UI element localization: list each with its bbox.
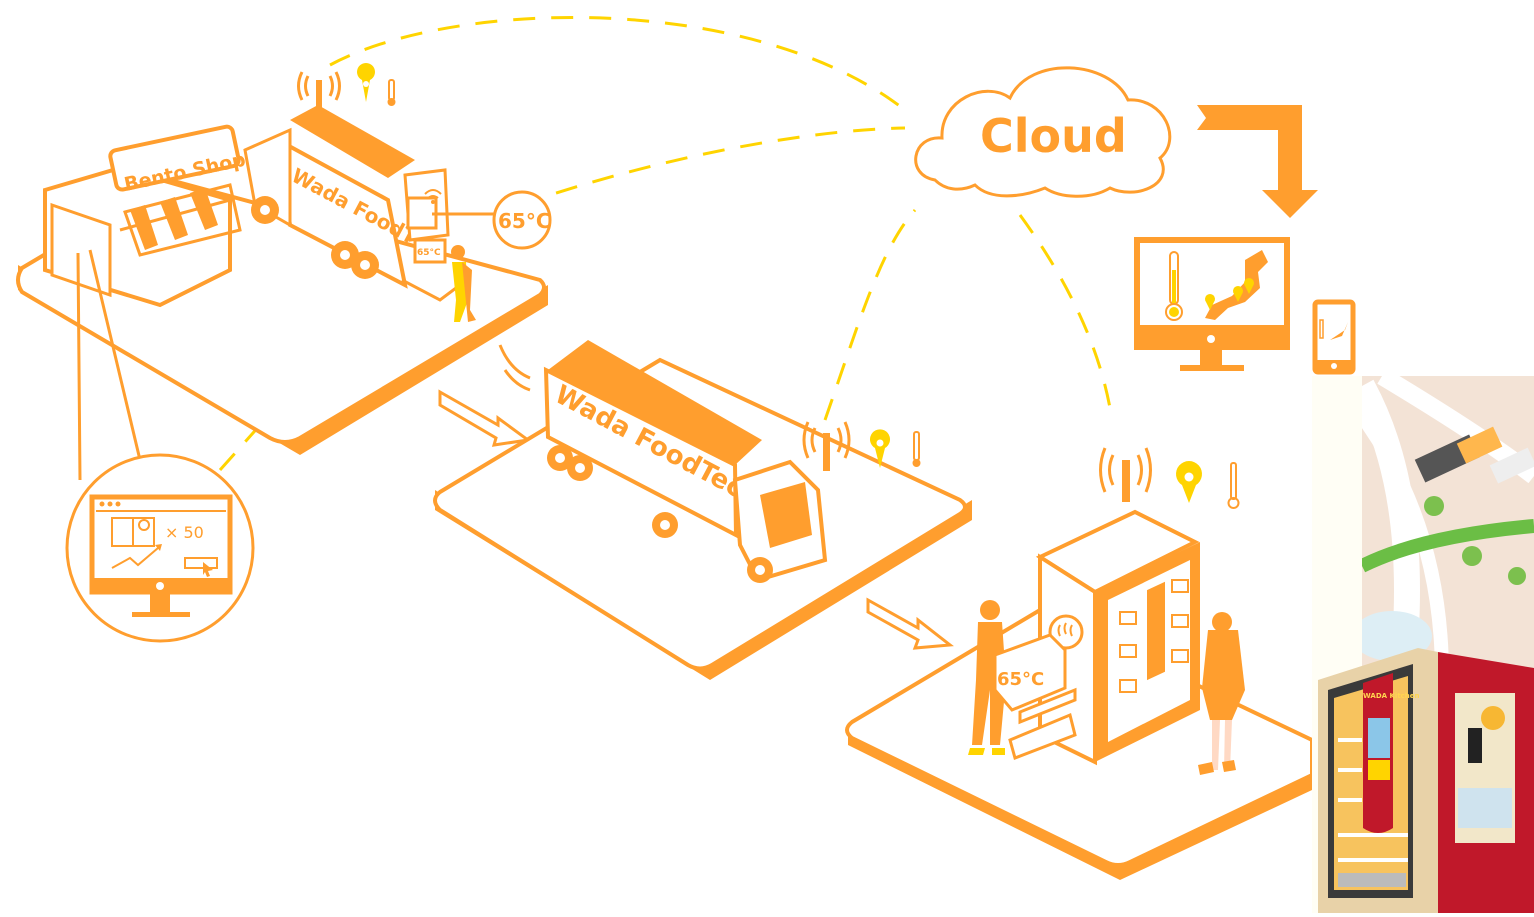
- hot-steam-icon: [1048, 614, 1084, 650]
- bento-shop: Bento Shop: [43, 124, 248, 308]
- worker-2-box-label: 65°C: [997, 669, 1044, 690]
- vending-machine-illustration: [1035, 509, 1200, 766]
- bento-box-icon: [111, 517, 155, 547]
- truck-1-box-label: 65°C: [417, 248, 441, 258]
- vending-brand-label: WADA Kitchen: [1363, 692, 1420, 700]
- signal-link-shop-cloud-mid: [519, 126, 906, 207]
- customer: [1198, 612, 1245, 775]
- cloud-label: Cloud: [980, 109, 1127, 163]
- thermometer-icon: [387, 79, 396, 106]
- thermometer-icon: [912, 431, 921, 467]
- shop-awning: [123, 183, 242, 257]
- cloud-to-monitor-arrow: [1197, 105, 1318, 218]
- signal-link-shop-cloud-top: [329, 16, 906, 112]
- cursor-icon: [203, 562, 213, 577]
- thermometer-icon: [1227, 462, 1240, 509]
- order-screen-callout: × 50: [65, 453, 255, 643]
- vending-machine-photo: WADA Kitchen: [1318, 628, 1534, 913]
- signal-link-vending-cloud: [1018, 214, 1114, 421]
- worker-1: [451, 245, 476, 322]
- location-pin-icon: [1176, 461, 1202, 503]
- wifi-icon: [424, 189, 442, 204]
- zoom-callout: [76, 249, 142, 481]
- signal-link-truck-cloud: [823, 209, 917, 421]
- flow-arrow-1: [438, 389, 532, 447]
- location-pin-icon: [870, 429, 890, 468]
- signal-waves: [498, 344, 531, 392]
- temperature-callout-label: 65°C: [498, 209, 551, 233]
- cloud: Cloud: [914, 66, 1172, 198]
- antenna-icon: [802, 421, 851, 471]
- stage-1-icons: [297, 62, 396, 108]
- monitoring-monitor: [1134, 237, 1290, 371]
- stage-3-icons: [1099, 447, 1240, 509]
- location-pin-icon: [1205, 278, 1254, 310]
- antenna-icon: [297, 71, 341, 108]
- trend-arrow-icon: [111, 547, 159, 569]
- city-map-photo: [1362, 376, 1534, 676]
- cloud-icon: [914, 66, 1172, 198]
- japan-map-icon: [1205, 250, 1268, 320]
- thermometer-icon: [1165, 251, 1183, 321]
- stage-2-icons: [802, 421, 921, 471]
- worker-2: 65°C: [968, 600, 1077, 760]
- order-button-icon: [184, 557, 218, 569]
- temperature-callout: 65°C: [424, 189, 552, 250]
- location-pin-icon: [356, 62, 375, 102]
- flow-arrow-2: [866, 597, 954, 650]
- order-quantity-label: × 50: [165, 523, 204, 542]
- monitoring-smartphone: [1312, 299, 1356, 375]
- antenna-icon: [1099, 447, 1152, 502]
